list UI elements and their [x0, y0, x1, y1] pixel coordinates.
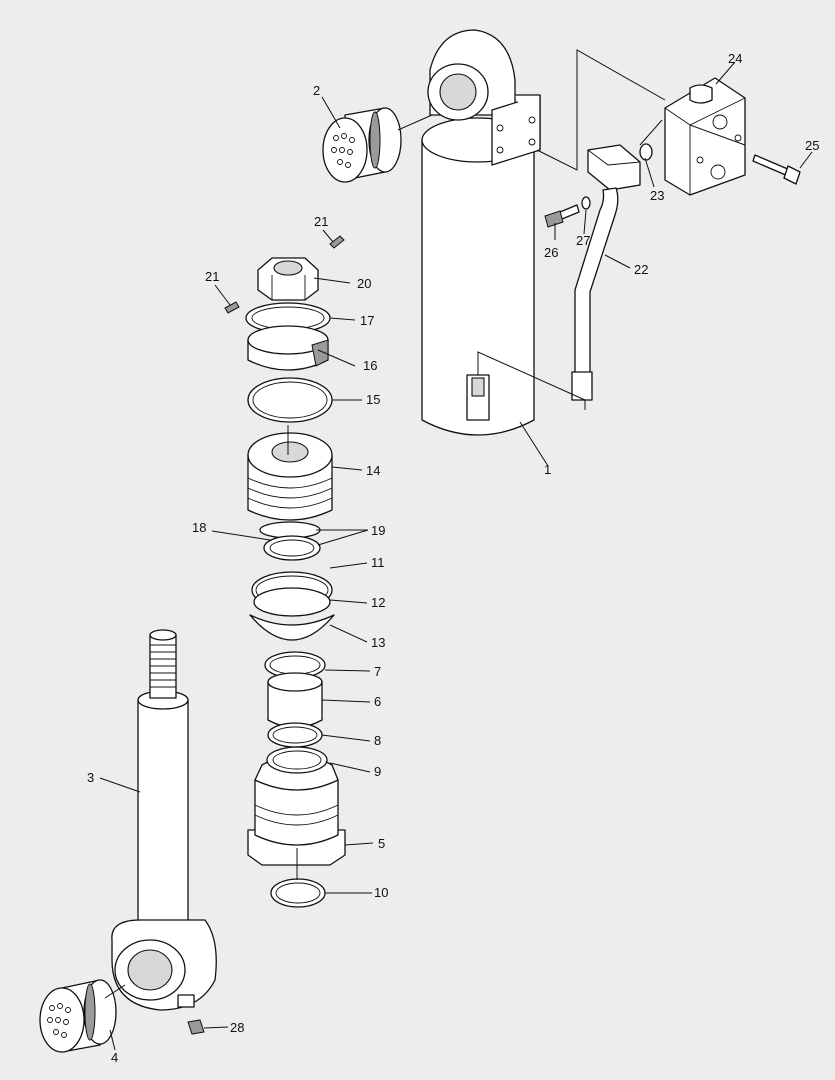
callout-leaders: [99, 61, 813, 1051]
callout-27: 27: [576, 233, 590, 248]
callout-11: 11: [371, 555, 385, 570]
part-26-screw: [544, 204, 580, 228]
callout-14: 14: [366, 463, 380, 478]
callout-21-upper: 21: [314, 214, 328, 229]
callout-12: 12: [371, 595, 385, 610]
callout-3: 3: [87, 770, 94, 785]
callout-15: 15: [366, 392, 380, 407]
part-2-bushing: [322, 107, 433, 183]
callout-6: 6: [374, 694, 381, 709]
callout-22: 22: [634, 262, 648, 277]
callout-18: 18: [192, 520, 206, 535]
part-22-tube: [571, 144, 641, 401]
part-9-ring: [266, 746, 328, 774]
callout-24: 24: [728, 51, 742, 66]
callout-23: 23: [650, 188, 664, 203]
callout-9: 9: [374, 764, 381, 779]
part-21-set-screw-upper: [329, 235, 345, 249]
callout-7: 7: [374, 664, 381, 679]
callout-25: 25: [805, 138, 819, 153]
part-3-piston-rod: [111, 629, 217, 1011]
part-23-o-ring: [639, 143, 653, 161]
part-15-o-ring: [247, 377, 333, 423]
part-14-piston: [247, 432, 333, 521]
part-1-cylinder-barrel: [421, 29, 541, 436]
callout-8: 8: [374, 733, 381, 748]
part-24-valve-block: [664, 77, 746, 196]
callout-2: 2: [313, 83, 320, 98]
callout-21-lower: 21: [205, 269, 219, 284]
part-5-gland: [247, 754, 346, 866]
part-21-set-screw-lower: [224, 301, 240, 314]
part-25-bolt: [752, 154, 801, 185]
assembly-lines: [104, 49, 746, 999]
callout-19: 19: [371, 523, 385, 538]
callout-5: 5: [378, 836, 385, 851]
callout-16: 16: [363, 358, 377, 373]
part-20-nut: [257, 257, 319, 301]
part-6-sleeve: [267, 672, 323, 729]
callout-28: 28: [230, 1020, 244, 1035]
callout-13: 13: [371, 635, 385, 650]
callout-4: 4: [111, 1050, 118, 1065]
callout-labels: 2 1 24 25 23 22 26 27 21 21 20 17 16 15 …: [87, 51, 819, 1065]
part-8-ring: [267, 722, 323, 748]
part-28-grease-nipple: [187, 1019, 205, 1035]
part-13-wiper: [249, 614, 335, 641]
part-4-bushing: [39, 979, 117, 1053]
part-27-washer: [581, 196, 591, 210]
callout-20: 20: [357, 276, 371, 291]
part-12-ring: [253, 587, 331, 617]
callout-1: 1: [544, 462, 551, 477]
part-18-19-seal-rings: [259, 521, 321, 561]
part-16-collar: [247, 325, 329, 371]
callout-17: 17: [360, 313, 374, 328]
part-10-ring: [270, 878, 326, 908]
callout-26: 26: [544, 245, 558, 260]
callout-10: 10: [374, 885, 388, 900]
